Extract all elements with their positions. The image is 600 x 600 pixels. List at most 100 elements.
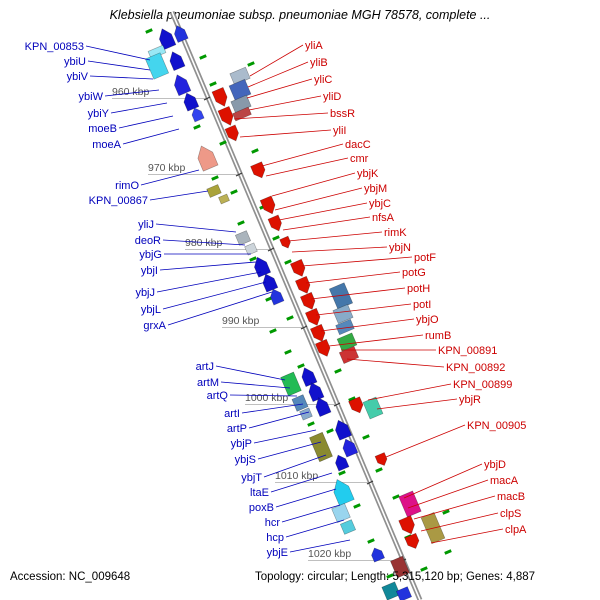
gene-glyph[interactable] [304,307,322,327]
gene-label[interactable]: ybjS [235,454,256,466]
gene-glyph[interactable] [280,371,302,397]
gene-glyph[interactable] [291,394,309,412]
gene-glyph[interactable] [339,519,357,535]
gene-glyph[interactable] [335,318,355,336]
gene-label[interactable]: moeB [88,123,117,135]
gene-glyph[interactable] [167,49,186,72]
gene-label[interactable]: clpS [500,508,521,520]
gene-label[interactable]: KPN_00853 [25,41,84,53]
gene-glyph[interactable] [330,476,355,507]
gene-label[interactable]: artP [227,423,247,435]
gene-glyph[interactable] [211,86,230,108]
gene-label[interactable]: nfsA [372,212,395,224]
gene-label[interactable]: yliA [305,40,323,52]
gene-label[interactable]: macA [490,475,519,487]
gene-label[interactable]: rumB [425,330,451,342]
gene-label[interactable]: ybjT [241,472,262,484]
gene-glyph[interactable] [250,161,268,180]
gene-label[interactable]: artQ [207,390,229,402]
gene-glyph[interactable] [156,26,177,51]
gene-label[interactable]: poxB [249,502,274,514]
gene-glyph[interactable] [260,272,279,293]
gene-label[interactable]: yliC [314,74,332,86]
gene-label[interactable]: cmr [350,153,369,165]
gene-label[interactable]: moeA [92,139,121,151]
gene-label[interactable]: deoR [135,235,161,247]
gene-glyph[interactable] [398,515,418,537]
gene-label[interactable]: macB [497,491,525,503]
gene-glyph[interactable] [232,106,252,122]
gene-glyph[interactable] [398,490,422,518]
gene-label[interactable]: ybiU [64,56,86,68]
gene-label[interactable]: grxA [143,320,166,332]
gene-label[interactable]: artI [224,408,240,420]
gene-label[interactable]: potF [414,252,436,264]
gene-label[interactable]: artJ [196,361,214,373]
gene-label[interactable]: ybjJ [135,287,155,299]
gene-glyph[interactable] [234,230,252,246]
gene-glyph[interactable] [395,586,413,600]
gene-glyph[interactable] [313,395,332,418]
gene-glyph[interactable] [171,72,192,97]
gene-glyph[interactable] [244,242,258,256]
gene-label[interactable]: yliJ [138,219,154,231]
gene-glyph[interactable] [328,282,354,310]
gene-glyph[interactable] [362,396,384,420]
gene-label[interactable]: KPN_00905 [467,420,526,432]
gene-glyph[interactable] [144,52,170,80]
gene-label[interactable]: ybjG [139,249,162,261]
gene-glyph[interactable] [294,275,312,295]
gene-label[interactable]: bssR [330,108,355,120]
gene-glyph[interactable] [404,532,422,551]
gene-label[interactable]: ltaE [250,487,269,499]
gene-glyph[interactable] [190,106,205,123]
gene-glyph[interactable] [332,418,353,441]
gene-label[interactable]: ybjM [364,183,387,195]
gene-label[interactable]: rimK [384,227,407,239]
gene-glyph[interactable] [218,193,230,205]
gene-label[interactable]: ybiW [79,91,104,103]
gene-glyph[interactable] [299,365,318,388]
gene-glyph[interactable] [279,235,293,250]
gene-label[interactable]: yliI [333,125,346,137]
gene-glyph[interactable] [309,431,333,463]
gene-label[interactable]: ybjE [267,547,288,559]
gene-glyph[interactable] [259,195,278,216]
gene-glyph[interactable] [390,555,410,579]
gene-label[interactable]: artM [197,377,219,389]
gene-glyph[interactable] [314,338,332,358]
gene-glyph[interactable] [172,23,189,43]
gene-label[interactable]: potI [413,299,431,311]
gene-label[interactable]: potG [402,267,426,279]
gene-label[interactable]: clpA [505,524,527,536]
gene-glyph[interactable] [381,581,401,600]
gene-glyph[interactable] [340,437,359,458]
gene-glyph[interactable] [224,124,241,143]
gene-glyph[interactable] [217,105,236,127]
gene-label[interactable]: ybiY [88,108,110,120]
gene-label[interactable]: yliD [323,91,341,103]
gene-glyph[interactable] [206,184,222,198]
gene-label[interactable]: yliB [310,57,328,69]
gene-label[interactable]: rimO [115,180,139,192]
gene-label[interactable]: ybjC [369,198,391,210]
gene-label[interactable]: ybjN [389,242,411,254]
gene-label[interactable]: ybjR [459,394,481,406]
gene-glyph[interactable] [348,396,366,415]
gene-label[interactable]: ybjD [484,459,506,471]
gene-glyph[interactable] [268,287,285,306]
gene-label[interactable]: KPN_00899 [453,379,512,391]
gene-glyph[interactable] [333,453,350,472]
gene-glyph[interactable] [299,407,313,421]
gene-glyph[interactable] [194,143,219,172]
gene-glyph[interactable] [369,546,385,563]
gene-label[interactable]: ybjP [231,438,252,450]
gene-label[interactable]: potH [407,283,430,295]
gene-glyph[interactable] [299,291,317,311]
gene-label[interactable]: KPN_00892 [446,362,505,374]
gene-label[interactable]: KPN_00867 [89,195,148,207]
gene-label[interactable]: ybjI [141,265,158,277]
gene-label[interactable]: KPN_00891 [438,345,497,357]
gene-label[interactable]: dacC [345,139,371,151]
